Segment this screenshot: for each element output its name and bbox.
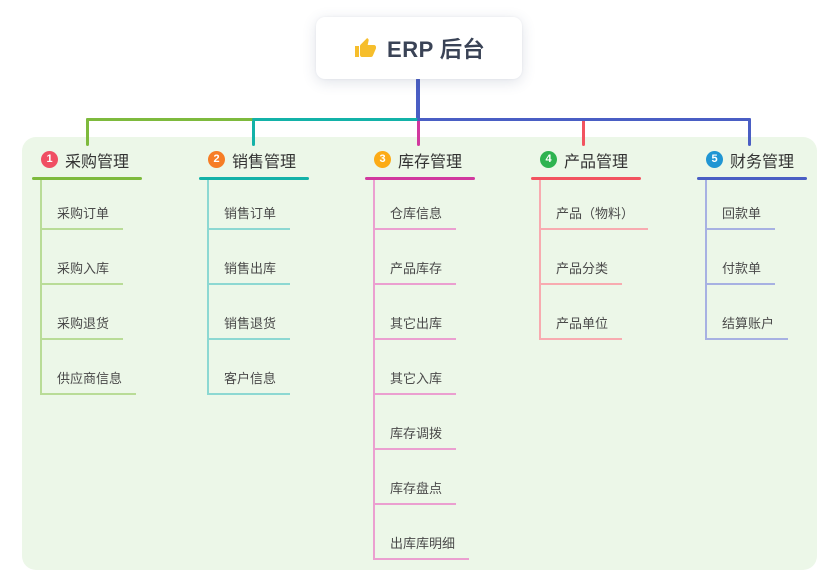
branch-2-child-node[interactable]: 销售出库 <box>207 261 291 285</box>
rail-left-teal <box>251 118 420 121</box>
branch-2-drop-line <box>251 118 255 146</box>
branch-2-number-badge: 2 <box>208 151 225 168</box>
branch-4-number-badge: 4 <box>540 151 557 168</box>
branch-3-node[interactable]: 3 库存管理 <box>374 149 535 171</box>
branch-3-child-node[interactable]: 其它入库 <box>373 371 457 395</box>
branch-1-child-node[interactable]: 采购退货 <box>40 316 124 340</box>
branch-5-child-node[interactable]: 付款单 <box>705 261 776 285</box>
rail-left-green <box>85 118 255 121</box>
branch-5-spine-line <box>705 180 707 340</box>
branch-5-node[interactable]: 5 财务管理 <box>706 149 839 171</box>
branch-4-underline <box>531 177 641 180</box>
branch-1-child-node[interactable]: 供应商信息 <box>40 371 137 395</box>
root-title: ERP 后台 <box>387 37 485 62</box>
branch-1: 1 采购管理采购订单采购入库采购退货供应商信息 <box>32 149 202 395</box>
branch-5-number-badge: 5 <box>706 151 723 168</box>
branch-3-underline <box>365 177 475 180</box>
branch-3-child-node[interactable]: 产品库存 <box>373 261 457 285</box>
branch-3-child-node[interactable]: 库存调拨 <box>373 426 457 450</box>
branch-2-child-node[interactable]: 客户信息 <box>207 371 291 395</box>
root-node[interactable]: ERP 后台 <box>316 17 522 79</box>
branch-1-spine-line <box>40 180 42 395</box>
branch-3: 3 库存管理仓库信息产品库存其它出库其它入库库存调拨库存盘点出库库明细 <box>365 149 535 560</box>
root-trunk-line <box>416 78 420 121</box>
branch-2-node[interactable]: 2 销售管理 <box>208 149 369 171</box>
branch-1-title: 采购管理 <box>65 153 130 171</box>
branch-3-drop-line <box>416 118 420 146</box>
branch-5-child-node[interactable]: 回款单 <box>705 206 776 230</box>
branch-2-title: 销售管理 <box>232 153 297 171</box>
branch-4: 4 产品管理产品（物料） 产品分类产品单位 <box>531 149 701 340</box>
branch-2-underline <box>199 177 309 180</box>
branch-1-underline <box>32 177 142 180</box>
branch-3-number-badge: 3 <box>374 151 391 168</box>
thumbs-up-icon <box>353 36 377 60</box>
branch-5-underline <box>697 177 807 180</box>
branch-5-child-node[interactable]: 结算账户 <box>705 316 789 340</box>
rail-right-blue <box>416 118 751 121</box>
branch-1-child-node[interactable]: 采购订单 <box>40 206 124 230</box>
branch-3-child-node[interactable]: 仓库信息 <box>373 206 457 230</box>
branch-5: 5 财务管理回款单付款单结算账户 <box>697 149 839 340</box>
branch-1-drop-line <box>85 118 89 146</box>
branch-3-spine-line <box>373 180 375 560</box>
branches-panel <box>22 137 817 570</box>
branch-2-spine-line <box>207 180 209 395</box>
branch-3-child-node[interactable]: 出库库明细 <box>373 536 470 560</box>
branch-4-child-node[interactable]: 产品分类 <box>539 261 623 285</box>
branch-4-drop-line <box>581 118 585 146</box>
branch-4-title: 产品管理 <box>564 153 629 171</box>
branch-3-child-node[interactable]: 库存盘点 <box>373 481 457 505</box>
branch-1-node[interactable]: 1 采购管理 <box>41 149 202 171</box>
branch-2-child-node[interactable]: 销售退货 <box>207 316 291 340</box>
branch-2: 2 销售管理销售订单销售出库销售退货客户信息 <box>199 149 369 395</box>
branch-4-node[interactable]: 4 产品管理 <box>540 149 701 171</box>
branch-5-drop-line <box>747 118 751 146</box>
branch-3-title: 库存管理 <box>398 153 463 171</box>
branch-4-child-node[interactable]: 产品单位 <box>539 316 623 340</box>
branch-3-child-node[interactable]: 其它出库 <box>373 316 457 340</box>
branch-1-number-badge: 1 <box>41 151 58 168</box>
branch-1-child-node[interactable]: 采购入库 <box>40 261 124 285</box>
branch-4-spine-line <box>539 180 541 340</box>
branch-2-child-node[interactable]: 销售订单 <box>207 206 291 230</box>
branch-4-child-node[interactable]: 产品（物料） <box>539 206 649 230</box>
branch-5-title: 财务管理 <box>730 153 795 171</box>
